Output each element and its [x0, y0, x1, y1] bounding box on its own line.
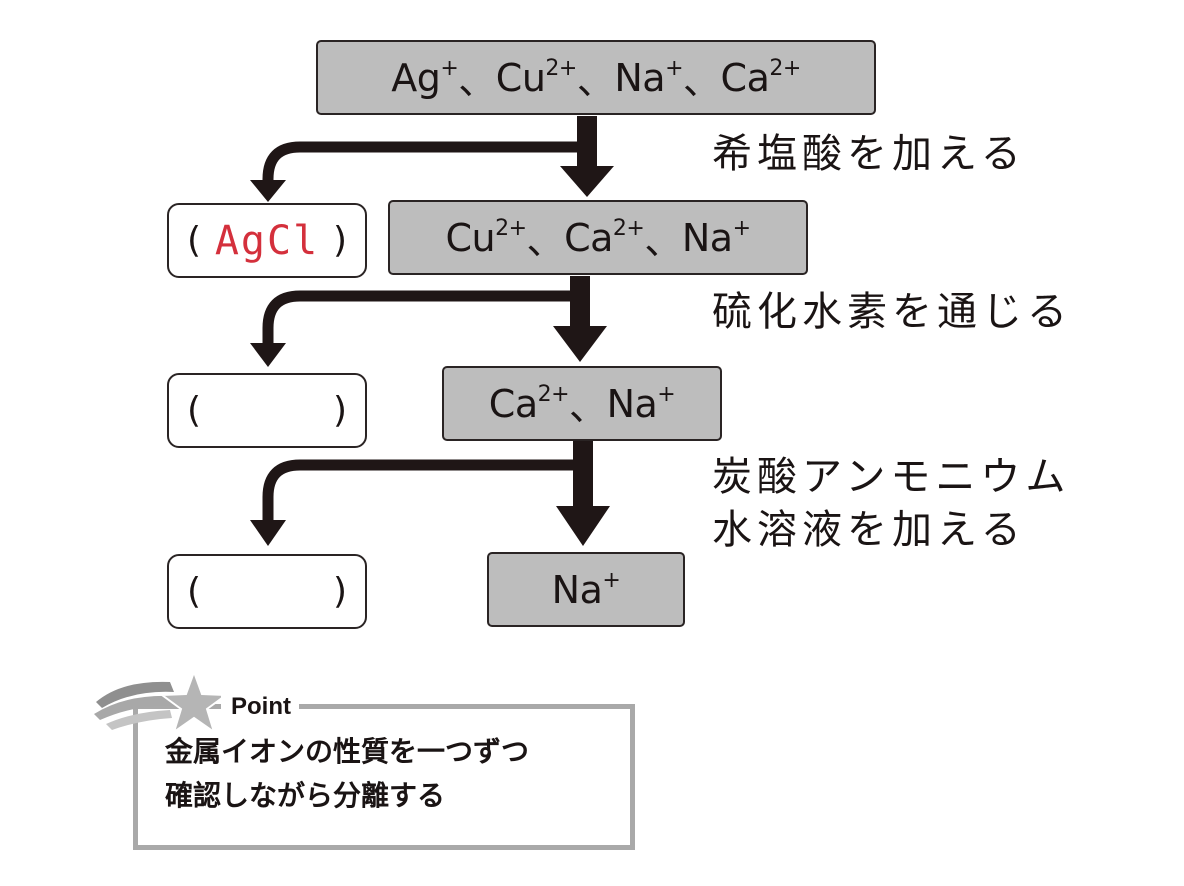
reagent-line: 水溶液を加える: [712, 506, 1026, 553]
ion-symbol: Na: [614, 55, 666, 100]
ion-charge: 2+: [537, 381, 570, 407]
branch-arrow-3-shaft: [262, 459, 583, 523]
ion: Na+: [607, 382, 676, 426]
reagent-label-h2s: 硫化水素を通じる: [712, 286, 1072, 339]
branch-arrow-2-shaft: [262, 290, 580, 346]
point-box: [133, 704, 635, 850]
ion-symbol: Na: [681, 215, 733, 260]
ion-box-after-hcl: Cu2+、Ca2+、Na+: [388, 200, 808, 275]
reagent-label-hcl: 希塩酸を加える: [712, 128, 1026, 181]
ion-symbol: Ca: [564, 215, 613, 260]
ion: Ca2+: [488, 381, 570, 426]
open-paren: (: [187, 571, 202, 612]
reagent-line: 希塩酸を加える: [712, 131, 1026, 177]
ion-symbol: Na: [551, 567, 603, 612]
ion-charge: +: [732, 215, 751, 241]
branch-arrow-3-head: [250, 520, 286, 546]
ion-charge: +: [665, 55, 684, 81]
reagent-line: 硫化水素を通じる: [712, 289, 1072, 335]
ion-symbol: Na: [606, 381, 658, 426]
ion-box-final: Na+: [487, 552, 685, 627]
ion: Na+: [614, 56, 683, 100]
ion-separator: 、: [569, 385, 607, 429]
ion-charge: +: [657, 381, 676, 407]
ion-symbol: Cu: [445, 215, 496, 260]
ion-separator: 、: [644, 219, 682, 263]
close-paren: ): [332, 571, 347, 612]
shooting-star-icon: [94, 669, 229, 735]
ion-box-start: Ag+、Cu2+、Na+、Ca2+: [316, 40, 876, 115]
close-paren: ): [332, 390, 347, 431]
ion-charge: +: [602, 567, 621, 593]
ion: Ag+: [391, 55, 459, 100]
ion-separator: 、: [576, 59, 615, 103]
open-paren: (: [187, 390, 202, 431]
ion: Cu2+: [495, 55, 578, 100]
ion-charge: +: [440, 55, 459, 81]
precipitate-answer-1: AgCl: [214, 217, 320, 264]
main-arrow-2-head: [553, 326, 607, 362]
ion: Na+: [552, 568, 621, 612]
point-line-1: 金属イオンの性質を一つずつ: [165, 735, 530, 768]
ion: Cu2+: [445, 215, 527, 260]
ion-separator: 、: [458, 59, 496, 103]
main-arrow-1-head: [560, 166, 614, 197]
branch-arrow-2-head: [250, 343, 286, 367]
point-text: 金属イオンの性質を一つずつ 確認しながら分離する: [165, 730, 529, 818]
branch-arrow-1-shaft: [262, 141, 587, 185]
ion: Ca2+: [564, 215, 645, 260]
main-arrow-3-head: [556, 506, 610, 546]
ion-symbol: Ag: [391, 55, 441, 100]
ion-separator: 、: [526, 219, 565, 263]
reagent-label-ammonium-carbonate: 炭酸アンモニウム水溶液を加える: [712, 451, 1070, 557]
ion-charge: 2+: [769, 55, 801, 81]
ion-charge: 2+: [545, 55, 577, 81]
ion-separator: 、: [683, 59, 721, 103]
precipitate-box-3[interactable]: ( ): [167, 554, 367, 629]
close-paren: ): [332, 220, 347, 261]
ion: Ca2+: [720, 55, 802, 100]
ion-symbol: Ca: [488, 381, 538, 426]
ion: Na+: [682, 216, 751, 260]
ion-box-after-h2s: Ca2+、Na+: [442, 366, 722, 441]
open-paren: (: [187, 220, 202, 261]
ion-charge: 2+: [612, 215, 645, 241]
ion-charge: 2+: [495, 215, 527, 241]
precipitate-box-1[interactable]: ( AgCl ): [167, 203, 367, 278]
ion-symbol: Ca: [720, 55, 770, 100]
ion-symbol: Cu: [495, 55, 546, 100]
point-title: Point: [221, 692, 299, 722]
precipitate-box-2[interactable]: ( ): [167, 373, 367, 448]
reagent-line: 炭酸アンモニウム: [712, 454, 1071, 500]
branch-arrow-1-head: [250, 180, 286, 202]
point-line-2: 確認しながら分離する: [165, 779, 446, 812]
